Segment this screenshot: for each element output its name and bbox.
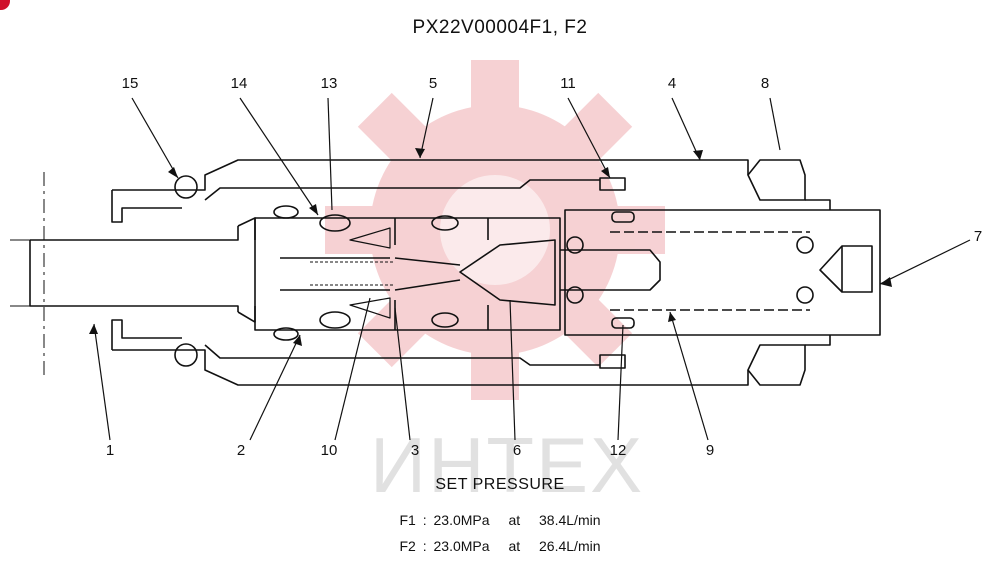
backup-ring-11 — [599, 177, 626, 191]
set-pressure-line-f2: F2 : 23.0MPa at 26.4L/min — [0, 538, 1000, 554]
callout-8: 8 — [760, 75, 770, 92]
stem-part — [29, 226, 239, 312]
callout-7: 7 — [973, 228, 983, 245]
callout-15: 15 — [121, 75, 139, 92]
adjuster-body — [564, 209, 881, 336]
callout-1: 1 — [105, 442, 115, 459]
line-at: at — [508, 538, 521, 554]
line-at: at — [508, 512, 521, 528]
callout-2: 2 — [236, 442, 246, 459]
callout-13: 13 — [320, 75, 338, 92]
callout-10: 10 — [320, 442, 338, 459]
line-flow: 26.4L/min — [539, 538, 601, 554]
line-pressure: 23.0MPa — [433, 512, 490, 528]
set-pressure-line-f1: F1 : 23.0MPa at 38.4L/min — [0, 512, 1000, 528]
callout-4: 4 — [667, 75, 677, 92]
pilot-needle — [280, 257, 390, 291]
line-pressure: 23.0MPa — [433, 538, 490, 554]
callout-6: 6 — [512, 442, 522, 459]
callout-11: 11 — [560, 75, 576, 92]
callout-5: 5 — [428, 75, 438, 92]
nut-part — [747, 159, 806, 201]
body-outer-upper — [111, 159, 749, 223]
callout-3: 3 — [410, 442, 420, 459]
line-label: F2 : — [399, 538, 427, 554]
set-pressure-heading: SET PRESSURE — [435, 476, 565, 493]
corner-marker — [0, 0, 10, 10]
line-flow: 38.4L/min — [539, 512, 601, 528]
body-outer-lower — [111, 319, 749, 386]
o-ring-13 — [319, 214, 351, 232]
callout-12: 12 — [609, 442, 627, 459]
callout-9: 9 — [705, 442, 715, 459]
poppet-part — [459, 239, 556, 306]
ball-15 — [174, 175, 198, 199]
callout-14: 14 — [230, 75, 248, 92]
watermark-text: ИНТЕХ — [370, 421, 645, 509]
line-label: F1 : — [399, 512, 427, 528]
drawing-title: PX22V00004F1, F2 — [412, 17, 588, 38]
spring-part — [610, 231, 810, 311]
